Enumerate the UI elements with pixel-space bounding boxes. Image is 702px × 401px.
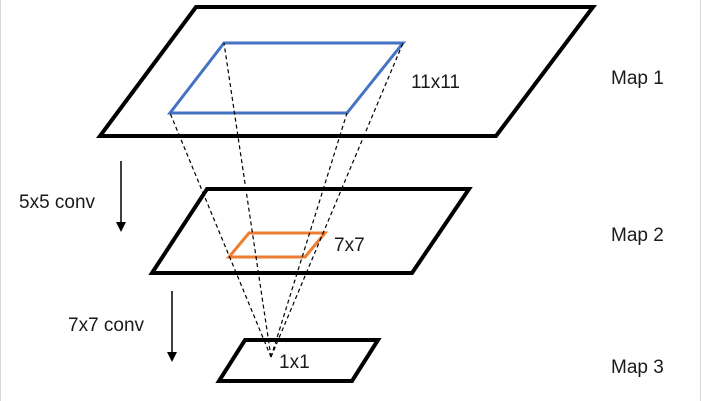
operation-label-1: 5x5 conv (19, 192, 96, 213)
projection-line (169, 112, 272, 358)
operation-label-2: 7x7 conv (68, 315, 145, 336)
projection-line (270, 42, 404, 358)
left-border-line (0, 0, 1, 401)
map-2-plane (148, 187, 473, 275)
map-3-region-label: 1x1 (279, 352, 310, 373)
map-1-region (166, 41, 407, 115)
map-1-name: Map 1 (611, 68, 664, 89)
map-3-plane (215, 338, 382, 383)
right-border-line (700, 0, 701, 401)
map-2-name: Map 2 (611, 225, 664, 246)
projection-line (223, 42, 272, 358)
map-1-plane (96, 5, 598, 138)
arrow-down-icon (116, 161, 126, 232)
map-2-region-label: 7x7 (334, 235, 365, 256)
projection-line (270, 112, 348, 358)
arrow-down-icon (167, 291, 177, 362)
projection-lines (169, 42, 404, 358)
map-2-region (225, 231, 329, 259)
map-1-region-label: 11x11 (411, 72, 460, 93)
map-3-name: Map 3 (611, 357, 664, 378)
